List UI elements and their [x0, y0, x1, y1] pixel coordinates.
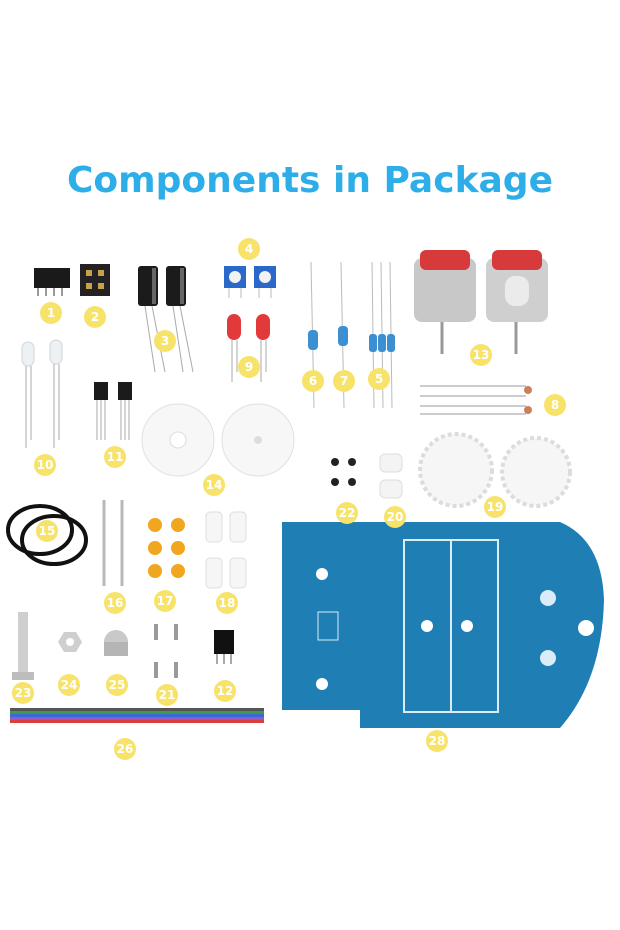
- label-19: 19: [484, 496, 506, 518]
- label-18: 18: [216, 592, 238, 614]
- label-10: 10: [34, 454, 56, 476]
- label-1: 1: [40, 302, 62, 324]
- label-6: 6: [302, 370, 324, 392]
- screws: [154, 624, 178, 678]
- gears: [418, 432, 572, 508]
- dc-motors: [414, 250, 548, 354]
- page-title: Components in Package: [67, 160, 553, 201]
- clear-leds: [21, 339, 63, 448]
- label-14: 14: [203, 474, 225, 496]
- white-spacers: [379, 453, 403, 499]
- red-leds: [227, 314, 270, 382]
- label-8: 8: [544, 394, 566, 416]
- orange-washers: [148, 518, 185, 578]
- label-23: 23: [12, 682, 34, 704]
- metal-rods: [102, 500, 124, 586]
- potentiometers: [224, 266, 276, 298]
- white-wheels: [141, 403, 295, 477]
- label-26: 26: [114, 738, 136, 760]
- label-17: 17: [154, 590, 176, 612]
- white-blocks: [205, 511, 247, 589]
- label-24: 24: [58, 674, 80, 696]
- label-3: 3: [154, 330, 176, 352]
- pcb-board: [282, 522, 604, 728]
- label-16: 16: [104, 592, 126, 614]
- label-7: 7: [333, 370, 355, 392]
- electrolytic-capacitors: [138, 266, 194, 373]
- label-20: 20: [384, 506, 406, 528]
- label-22: 22: [336, 502, 358, 524]
- label-25: 25: [106, 674, 128, 696]
- small-screws: [331, 458, 356, 486]
- ic-chip: [34, 268, 70, 296]
- label-15: 15: [36, 520, 58, 542]
- label-5: 5: [368, 368, 390, 390]
- cap-nut: [104, 630, 128, 656]
- label-13: 13: [470, 344, 492, 366]
- label-4: 4: [238, 238, 260, 260]
- rubber-rings: [6, 504, 88, 566]
- label-9: 9: [238, 356, 260, 378]
- transistors: [94, 382, 132, 440]
- switch: [214, 630, 234, 664]
- resistors: [308, 261, 395, 409]
- hex-nut: [58, 632, 82, 652]
- label-28: 28: [426, 730, 448, 752]
- label-21: 21: [156, 684, 178, 706]
- label-11: 11: [104, 446, 126, 468]
- ribbon-cable: [10, 708, 264, 723]
- label-12: 12: [214, 680, 236, 702]
- label-2: 2: [84, 306, 106, 328]
- ic-socket: [80, 264, 110, 296]
- photoresistors: [420, 385, 532, 415]
- bolt: [12, 612, 34, 680]
